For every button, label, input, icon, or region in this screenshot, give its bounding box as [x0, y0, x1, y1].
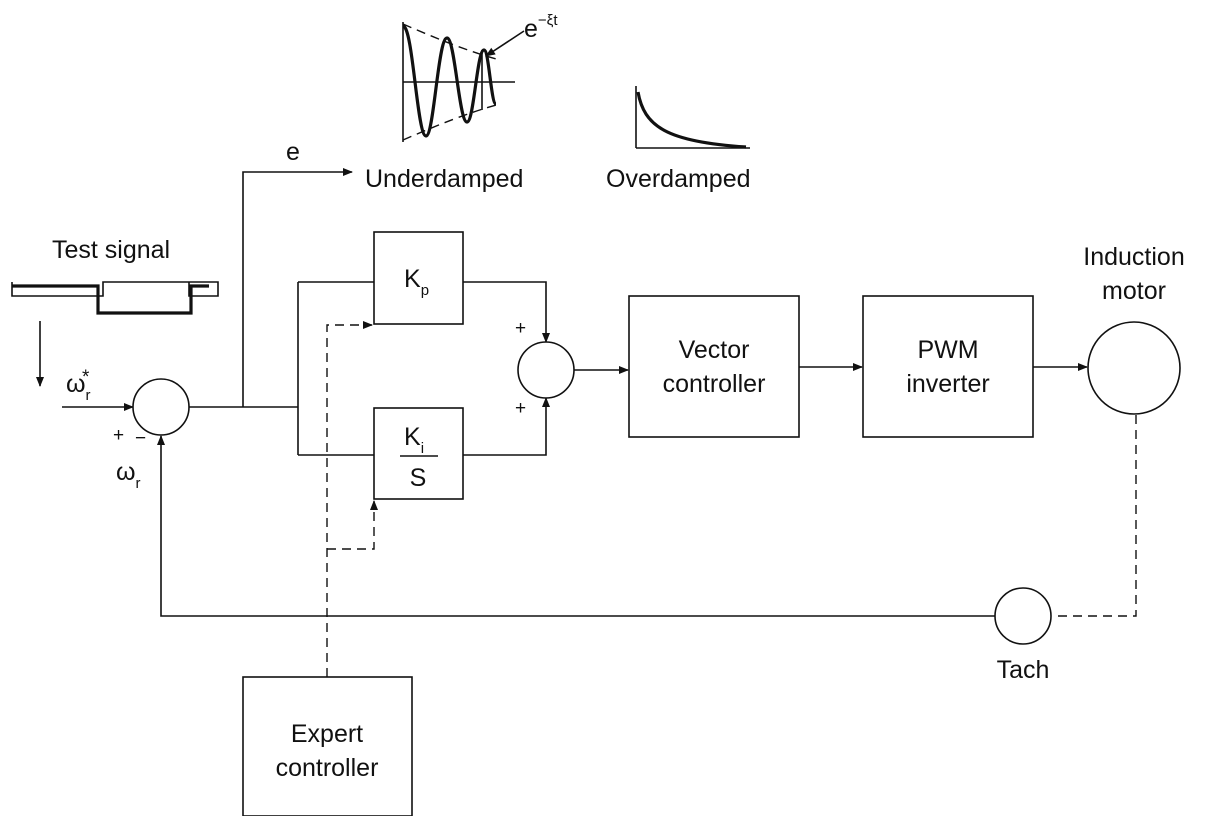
input-sum-plus-sign: + — [113, 425, 124, 446]
underdamped-label: Underdamped — [365, 165, 523, 193]
test-signal-label: Test signal — [52, 236, 170, 264]
ki-numerator: Ki — [404, 423, 424, 457]
input-sum-minus-sign: − — [135, 428, 146, 449]
speed-feedback-label: ωr — [116, 458, 141, 492]
decay-envelope-label: e−ξt — [524, 12, 558, 43]
overdamped-curve — [636, 91, 747, 149]
vector-controller-line1: Vector — [679, 336, 750, 364]
upper-decay-envelope — [402, 23, 501, 61]
vector-controller-line2: controller — [663, 370, 766, 398]
damped-oscillation-curve — [401, 24, 498, 138]
pi-sum-plus-top: + — [515, 318, 526, 339]
pwm-inverter-line2: inverter — [906, 370, 989, 398]
pwm-inverter-line1: PWM — [917, 336, 978, 364]
expert-controller-line1: Expert — [291, 720, 363, 748]
proportional-gain-block: Kp — [373, 231, 464, 325]
underdamped-response-sketch: e−ξt — [401, 12, 558, 142]
tachometer-symbol — [994, 587, 1052, 645]
speed-feedback-path — [157, 435, 995, 617]
speed-reference-star: * — [82, 367, 90, 388]
kp-label: Kp — [404, 265, 429, 299]
vector-controller-block: Vector controller — [628, 295, 800, 438]
test-signal-thin-trace — [11, 281, 219, 297]
overdamped-label: Overdamped — [606, 165, 751, 193]
integral-gain-block: Ki S — [373, 407, 464, 500]
ki-output-arrow — [463, 397, 550, 456]
pi-summing-junction — [517, 341, 575, 399]
ki-denominator: S — [410, 464, 427, 492]
tach-label: Tach — [997, 656, 1050, 684]
lower-decay-envelope — [402, 103, 501, 141]
overdamped-response-sketch — [635, 86, 750, 149]
expert-to-ki-tuning-link — [327, 500, 378, 550]
induction-motor-label-line1: Induction — [1083, 243, 1184, 271]
induction-motor-symbol — [1087, 321, 1181, 415]
test-signal-square-wave — [12, 284, 209, 315]
expert-controller-block: Expert controller — [242, 676, 413, 816]
induction-motor-label-line2: motor — [1102, 277, 1166, 305]
error-signal-label: e — [286, 138, 300, 166]
input-summing-junction — [132, 378, 190, 436]
expert-controller-line2: controller — [276, 754, 379, 782]
pi-sum-plus-bottom: + — [515, 398, 526, 419]
pwm-inverter-block: PWM inverter — [862, 295, 1034, 438]
error-monitor-arrow — [242, 168, 353, 407]
motor-shaft-to-tach-link — [1052, 415, 1137, 617]
envelope-pointer-arrow — [485, 30, 525, 57]
expert-to-kp-tuning-link — [326, 321, 373, 677]
speed-reference-label: ωr — [66, 370, 91, 404]
kp-output-arrow — [463, 281, 550, 343]
